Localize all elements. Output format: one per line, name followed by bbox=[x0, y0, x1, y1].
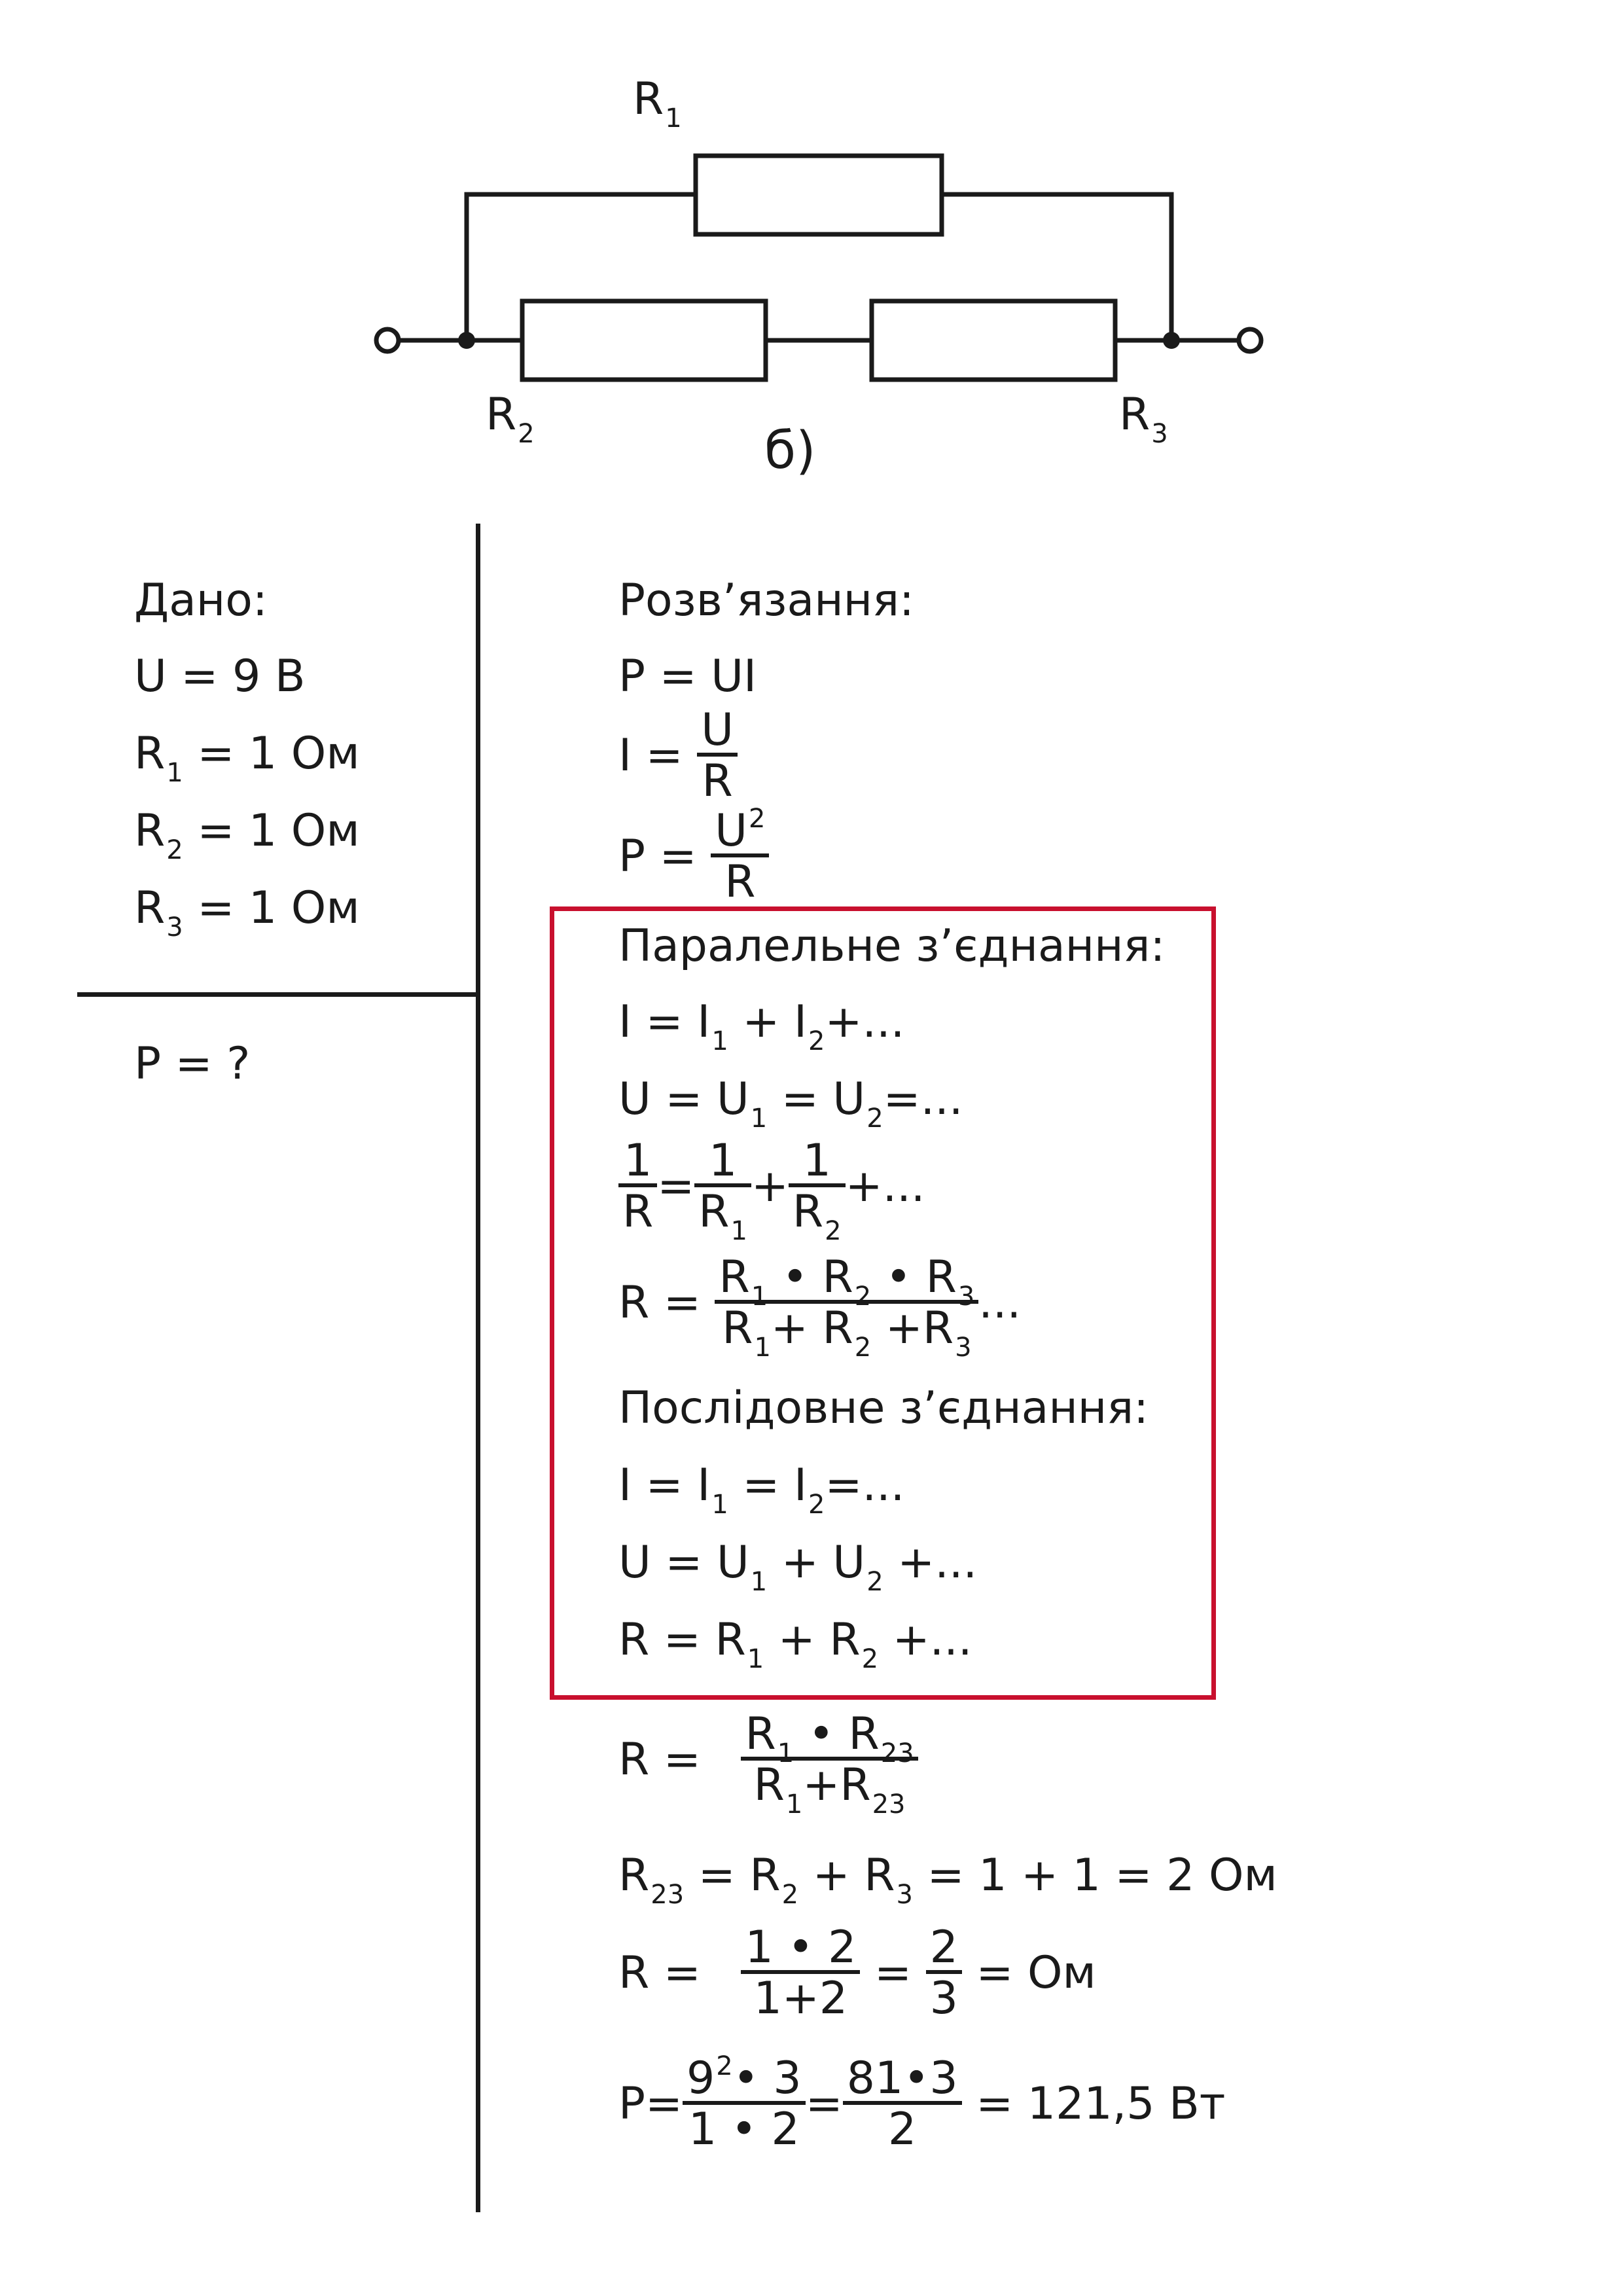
given-voltage: U = 9 В bbox=[134, 651, 306, 702]
find-power: P = ? bbox=[134, 1038, 251, 1090]
parallel-heading: Паралельне з’єднання: bbox=[618, 920, 1166, 972]
series-voltage: U = U1 + U2 +... bbox=[618, 1537, 978, 1597]
diagram-caption: б) bbox=[764, 422, 816, 480]
label-r3: R3 bbox=[1119, 389, 1168, 449]
junction-right bbox=[1163, 332, 1180, 349]
resistor-r3 bbox=[869, 298, 1118, 382]
formula-r23: R23 = R2 + R3 = 1 + 1 = 2 Ом bbox=[618, 1850, 1277, 1910]
parallel-voltage: U = U1 = U2=... bbox=[618, 1073, 963, 1134]
series-heading: Послідовне з’єднання: bbox=[618, 1382, 1149, 1434]
given-r3: R3 = 1 Ом bbox=[134, 882, 360, 942]
junction-left bbox=[458, 332, 475, 349]
series-resistance: R = R1 + R2 +... bbox=[618, 1614, 972, 1674]
horizontal-divider bbox=[77, 992, 479, 997]
given-heading: Дано: bbox=[134, 575, 268, 626]
solution-heading: Розв’язання: bbox=[618, 575, 914, 626]
terminal-right bbox=[1236, 327, 1264, 354]
reference-formulas-box bbox=[550, 906, 1216, 1700]
parallel-current: I = I1 + I2+... bbox=[618, 996, 905, 1056]
series-current: I = I1 = I2=... bbox=[618, 1460, 905, 1520]
vertical-divider bbox=[476, 524, 480, 2212]
given-r2: R2 = 1 Ом bbox=[134, 805, 360, 865]
circuit-diagram bbox=[374, 153, 1264, 382]
resistor-r1 bbox=[693, 153, 944, 237]
formula-p-ui: P = UI bbox=[618, 651, 757, 702]
wire-top-branch bbox=[464, 192, 696, 340]
label-r1: R1 bbox=[633, 73, 682, 134]
terminal-left bbox=[374, 327, 401, 354]
label-r2: R2 bbox=[486, 389, 535, 449]
resistor-r2 bbox=[520, 298, 768, 382]
given-r1: R1 = 1 Ом bbox=[134, 728, 360, 788]
wire-top-branch-right bbox=[942, 192, 1174, 340]
